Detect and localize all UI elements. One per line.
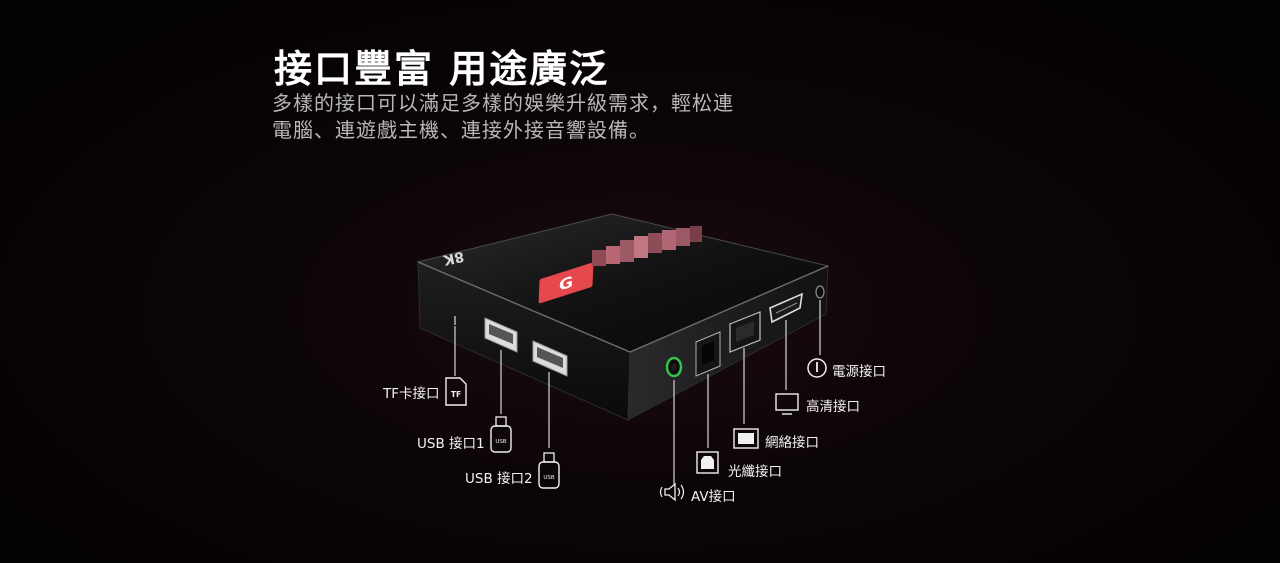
av-jack bbox=[665, 356, 683, 378]
usb-drive-icon: USB bbox=[490, 416, 512, 453]
ethernet-port bbox=[729, 311, 761, 353]
av-port-label: AV接口 bbox=[691, 489, 736, 505]
box-edge-highlight bbox=[417, 261, 829, 353]
usb-port-2 bbox=[532, 340, 568, 377]
network-port-label: 網絡接口 bbox=[765, 435, 819, 451]
network-icon bbox=[733, 428, 759, 449]
description-line-1: 多樣的接口可以滿足多樣的娛樂升級需求，輕松連 bbox=[272, 91, 734, 115]
usb-drive-icon-text: USB bbox=[495, 439, 507, 445]
tf-card-port-label: TF卡接口 bbox=[383, 386, 440, 402]
hdmi-port-label: 高清接口 bbox=[806, 399, 860, 415]
usb-port-1-label: USB 接口1 bbox=[417, 436, 485, 452]
usb-drive-icon-2-text: USB bbox=[543, 475, 555, 481]
monitor-icon bbox=[775, 393, 799, 415]
power-port bbox=[815, 285, 825, 299]
brand-name-pixelated bbox=[592, 226, 702, 266]
usb-drive-icon-2: USB bbox=[538, 452, 560, 489]
optical-icon bbox=[696, 451, 719, 474]
brand-logo-text: G bbox=[559, 273, 574, 295]
callout-lines bbox=[454, 300, 821, 484]
sd-card-icon-text: TF bbox=[451, 390, 461, 399]
power-port-label: 電源接口 bbox=[832, 364, 886, 380]
speaker-icon bbox=[659, 482, 685, 502]
page-description: 多樣的接口可以滿足多樣的娛樂升級需求，輕松連 電腦、連遊戲主機、連接外接音響設備… bbox=[272, 90, 792, 144]
optical-port-label: 光纖接口 bbox=[728, 464, 782, 480]
8k-badge: 8K bbox=[441, 248, 466, 268]
power-icon bbox=[807, 358, 827, 378]
brand-logo: G bbox=[538, 262, 594, 304]
optical-port bbox=[695, 331, 721, 377]
usb-port-2-label: USB 接口2 bbox=[465, 471, 533, 487]
page-title: 接口豐富 用途廣泛 bbox=[274, 47, 610, 91]
hdmi-port bbox=[769, 292, 803, 324]
usb-port-1 bbox=[484, 317, 518, 353]
description-line-2: 電腦、連遊戲主機、連接外接音響設備。 bbox=[272, 118, 650, 142]
brand-logo-plate bbox=[538, 262, 594, 304]
sd-card-icon: TF bbox=[445, 377, 467, 406]
